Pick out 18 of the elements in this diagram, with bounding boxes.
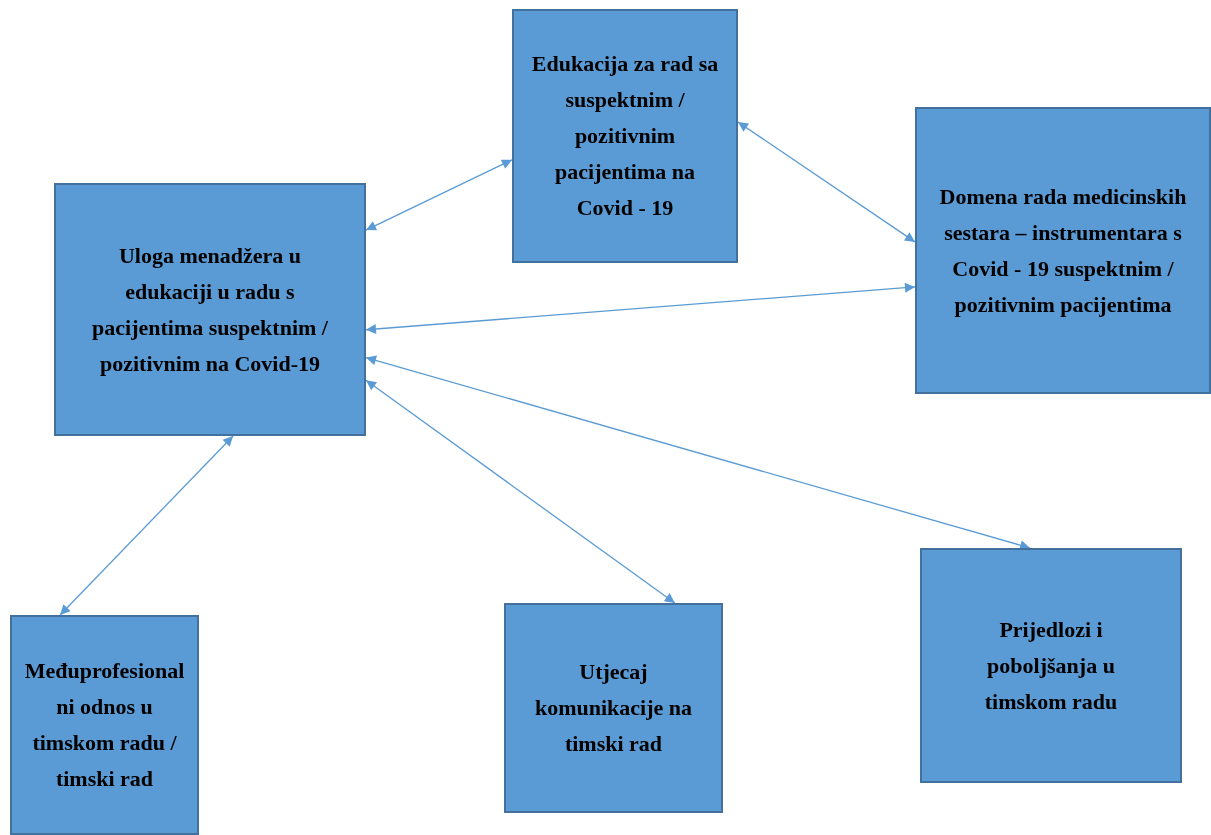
double-arrow (365, 379, 676, 604)
box-text: Utjecaj komunikacije na timski rad (533, 658, 694, 758)
box-text: Edukacija za rad sa suspektnim / pozitivnim pacijentima na Covid - 19 (530, 50, 720, 222)
topic-box (512, 9, 738, 263)
double-arrow (737, 121, 916, 243)
topic-box (54, 183, 366, 436)
topic-box (920, 548, 1182, 783)
topic-box (10, 615, 199, 835)
double-arrow (365, 355, 1031, 551)
box-text: Domena rada medicinskih sestara – instrumentara s Covid - 19 suspektnim / pozitivnim pacijentima (938, 182, 1188, 319)
box-text: Uloga menadžera u edukaciji u radu s pacijentima suspektnim / pozitivnim na Covid-19 (91, 241, 329, 378)
double-arrow (365, 159, 513, 231)
box-text: Međuprofesionalni odnos u timskom radu / timski rad (23, 657, 186, 793)
topic-box (504, 603, 723, 813)
topic-box (915, 107, 1211, 394)
double-arrow (59, 435, 234, 616)
box-text: Prijedlozi i poboljšanja u timskom radu (983, 615, 1119, 716)
double-arrow (365, 282, 916, 334)
